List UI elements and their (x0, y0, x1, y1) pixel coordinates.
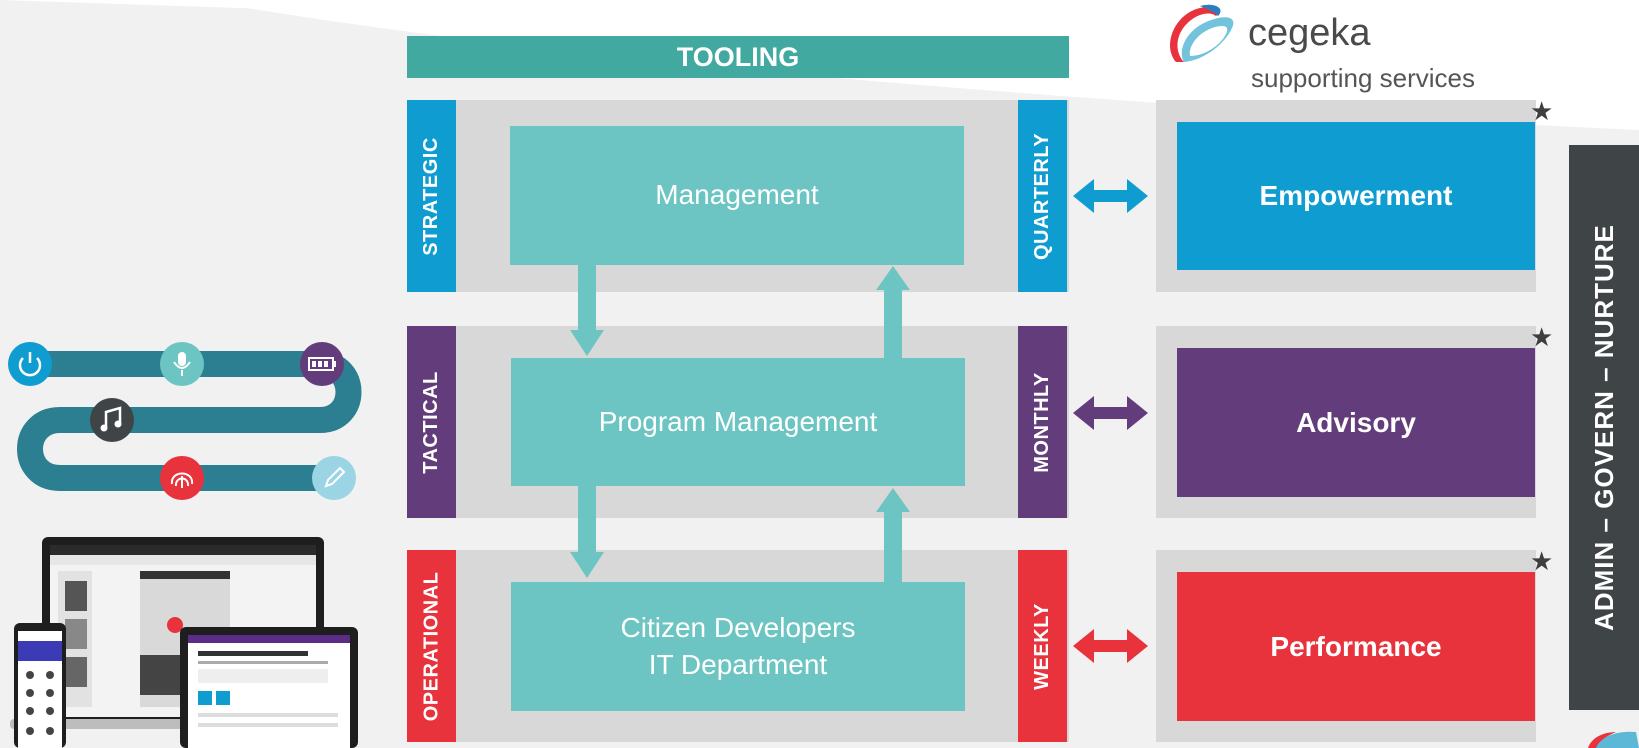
fingerprint-icon (160, 456, 204, 500)
power-icon (8, 342, 52, 386)
level-tab-tactical: TACTICAL (407, 326, 456, 518)
brand-name: cegeka (1248, 12, 1371, 54)
microphone-icon (160, 342, 204, 386)
service-performance: Performance (1177, 572, 1535, 721)
star-icon: ★ (1530, 546, 1554, 576)
arrow-quarterly (1073, 179, 1148, 213)
star-icon: ★ (1530, 322, 1554, 352)
arrow-weekly (1073, 629, 1148, 663)
music-icon (90, 398, 134, 442)
tooling-header: TOOLING (407, 36, 1069, 78)
box-program-management: Program Management (511, 358, 965, 486)
cadence-tab-weekly: WEEKLY (1018, 550, 1067, 742)
cadence-tab-quarterly: QUARTERLY (1018, 100, 1067, 292)
service-advisory: Advisory (1177, 348, 1535, 497)
brand-subtitle: supporting services (1251, 63, 1475, 93)
level-tab-strategic: STRATEGIC (407, 100, 456, 292)
service-empowerment: Empowerment (1177, 122, 1535, 270)
pencil-icon (312, 456, 356, 500)
devices-illustration (10, 537, 358, 748)
battery-icon (300, 342, 344, 386)
box-management: Management (510, 126, 964, 265)
road-illustration (8, 342, 362, 500)
star-icon: ★ (1530, 96, 1554, 126)
cegeka-logo-icon (1170, 4, 1234, 62)
cegeka-logo-fragment-icon (1588, 731, 1639, 748)
level-tab-operational: OPERATIONAL (407, 550, 456, 742)
cadence-tab-monthly: MONTHLY (1018, 326, 1067, 518)
box-citizen-developers: Citizen Developers IT Department (511, 582, 965, 711)
arrow-monthly (1073, 396, 1148, 430)
admin-govern-nurture-bar: ADMIN – GOVERN – NURTURE (1569, 145, 1639, 710)
